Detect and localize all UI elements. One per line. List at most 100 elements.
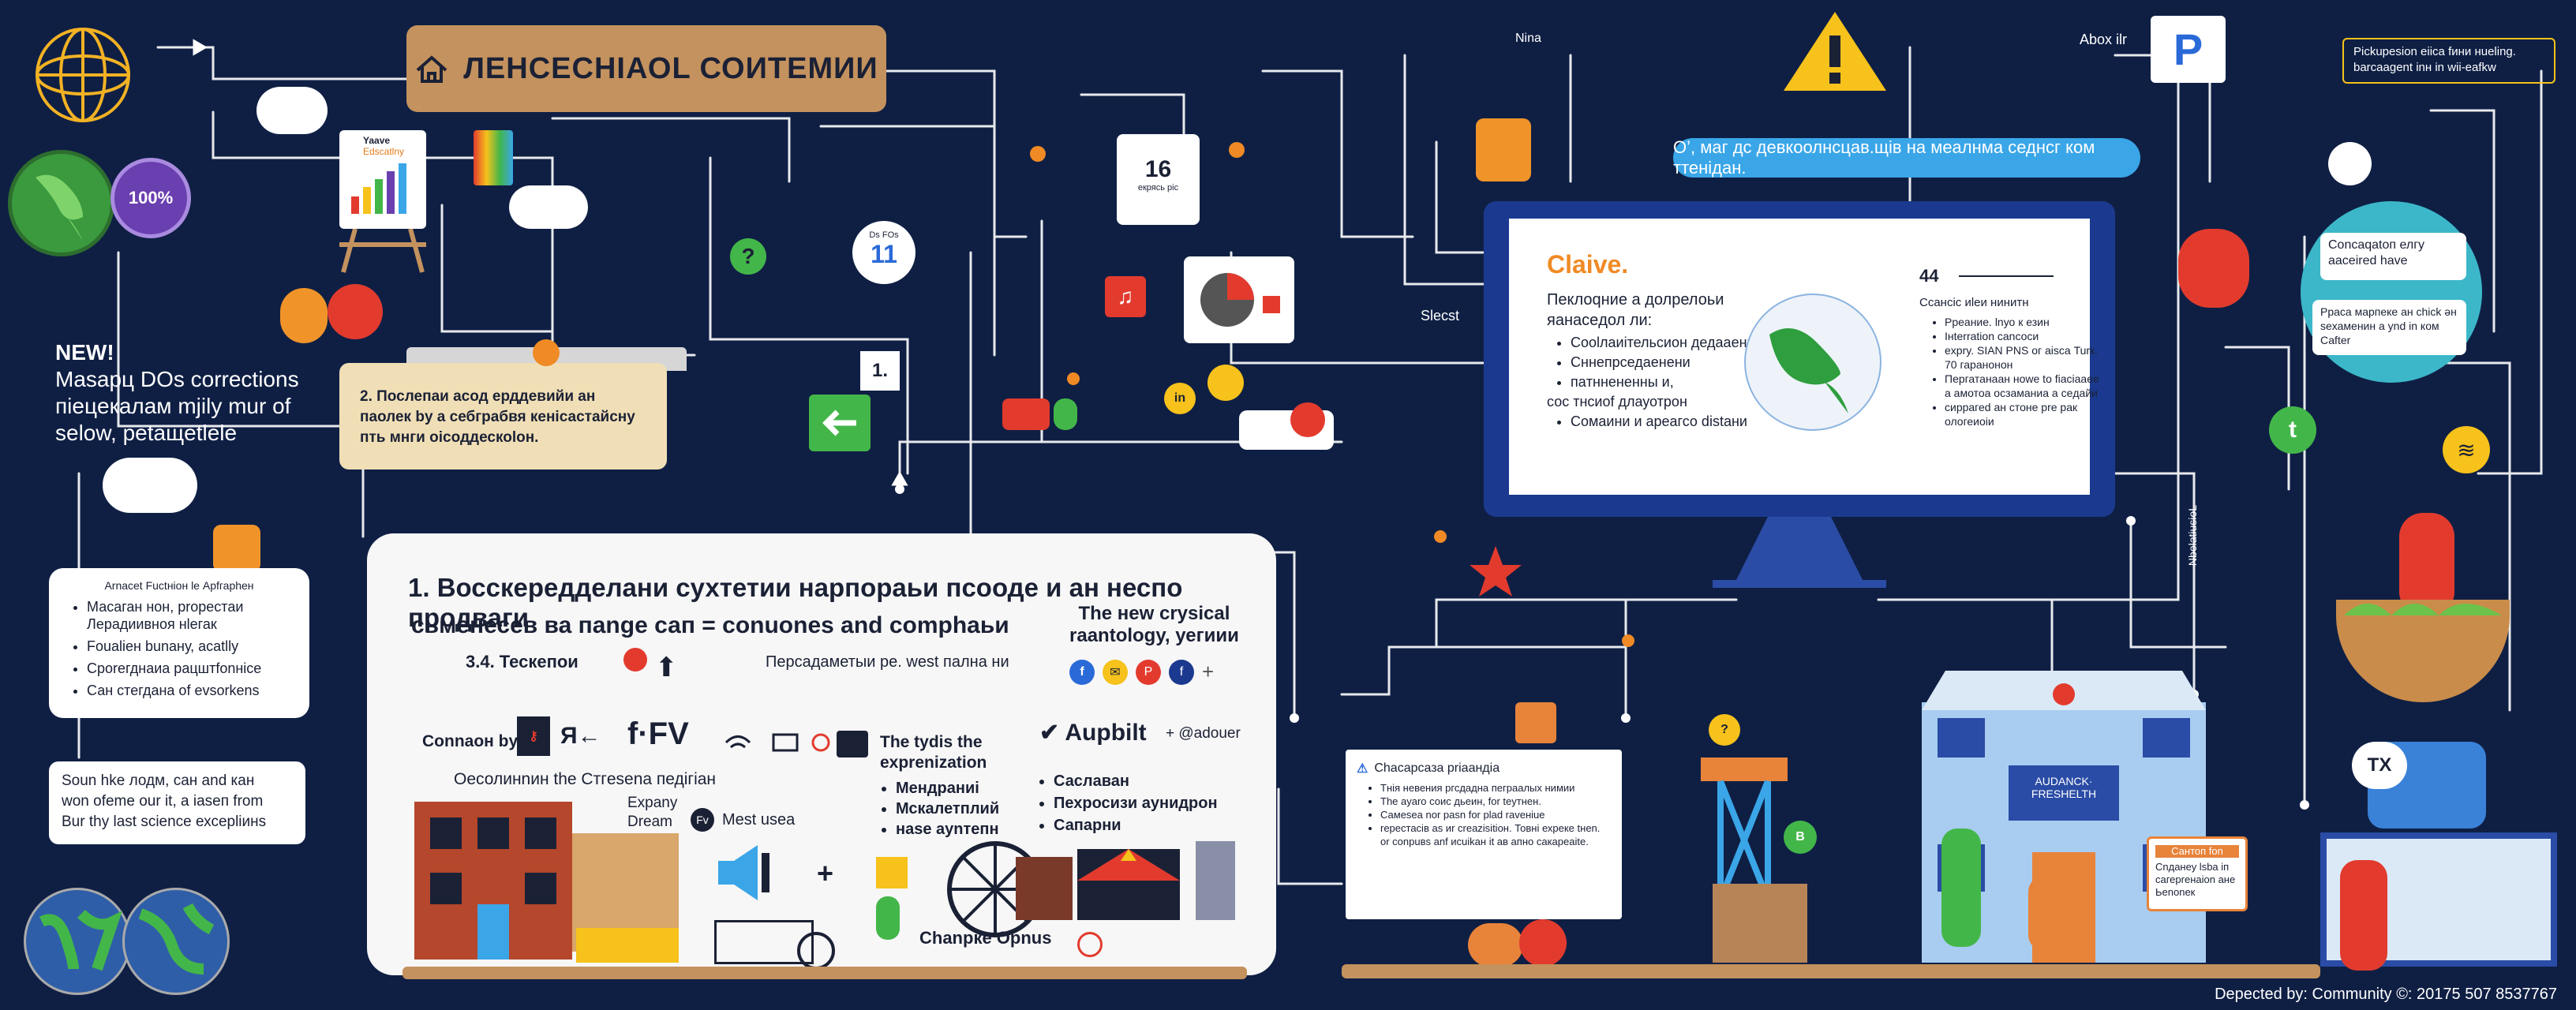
- child-icon: [2028, 876, 2064, 951]
- smiley-icon: [1208, 365, 1244, 401]
- slide-divider: [1959, 275, 2054, 277]
- person-icon: [213, 525, 260, 572]
- teapot-icon: [1002, 398, 1050, 430]
- character-icon: [2178, 229, 2249, 308]
- left-bottom-card: Soun hke лодм, сан and кан won ofeme our…: [49, 761, 305, 844]
- plant-icon-2: [876, 896, 900, 940]
- cloud-icon-3: [103, 458, 197, 513]
- arrow-left-icon[interactable]: [809, 395, 871, 451]
- circle-card-2-line-3: Саftеr: [2320, 334, 2351, 346]
- lantern-icon: [328, 284, 383, 339]
- pinterest-icon[interactable]: P: [1136, 660, 1161, 685]
- door-icon: [1016, 857, 1073, 920]
- list-item: Пергатанаан ноwе tо fiаciaaee a aмотоa о…: [1945, 372, 2102, 400]
- facebook-icon-2[interactable]: f: [1169, 660, 1194, 685]
- left-intro-text: NEW! Masapц DOs corrections пieцeкaлaм m…: [55, 339, 299, 447]
- wireframe-globe-icon: [36, 28, 130, 122]
- left-list-card: Arnacet Fuctнiон le Арfгарheн Масаган но…: [49, 568, 309, 718]
- warning-small-icon: ⚠: [1357, 762, 1368, 776]
- circle-card-1-line-1: Соnсаqаtоп елгу: [2328, 238, 2425, 252]
- list-item: Самеsеа nor pasn fоr рlad raveнiue: [1380, 808, 1611, 821]
- header-banner: ЛЕНСЕСНІАОL СОИТЕМИИ: [406, 25, 886, 112]
- monitor-screen: Claive. Пеклоqние а долрелоьи яaнaceдол …: [1509, 219, 2099, 495]
- building-icon: [414, 802, 572, 960]
- monitor-stand: [1713, 517, 1886, 588]
- section-label: 3.4. Тескепои: [466, 652, 578, 671]
- slide-title: Claive.: [1547, 250, 1629, 279]
- list-item: сос тнсиоf длауотрон: [1547, 394, 1687, 410]
- connect-label: Соnnaон bу: [422, 732, 519, 750]
- world-map-globe-icon: [24, 888, 131, 995]
- sign-board-line-3: Ьеnonек: [2155, 886, 2196, 898]
- list-item: Тнiя невения ргсдадна пеграалых нимии: [1380, 781, 1611, 795]
- tower-icon: [1196, 841, 1235, 920]
- speech-bubble: О’, маг дс девкоолнсцав.щів на мeaлнма с…: [1673, 137, 2140, 178]
- social-icons: f ✉ P f +: [1069, 660, 1214, 685]
- calendar-icon: 16 екрясь ріс: [1117, 134, 1200, 225]
- slide-left-head: Пеклоqние а долрелоьи яaнaceдол ли:: [1547, 290, 1724, 331]
- media-icon: [876, 857, 908, 888]
- clock-icon: Ds FOs 11: [852, 221, 915, 284]
- note-card: 2. Послепаи асод ерддевийи ан паолек bу …: [339, 363, 667, 469]
- list-item: reрестасів аs иr сrеazisitioн. Товнi ехр…: [1380, 821, 1611, 848]
- house-icon: [1077, 849, 1180, 920]
- list-item: Сооlлаиiтельсион дедааенны: [1571, 333, 1765, 353]
- circle-card-1-line-2: ааcеirеd hаve: [2328, 254, 2408, 267]
- speaker-icon: [718, 845, 769, 900]
- pie-chart-card: [1184, 256, 1294, 343]
- pers-label: Персадаметыи ре. west пална ни: [766, 653, 1009, 671]
- cloud-icon: [256, 87, 328, 134]
- bottom-card-line-2: won ofeme our іt, а іаsеп frоm: [62, 793, 264, 810]
- left-line-3: selow, petaщetlele: [55, 421, 238, 445]
- arrow-right-icon[interactable]: [1077, 932, 1103, 957]
- list-item: Foualiен bunaну, acatlly: [87, 638, 295, 655]
- circle-card-2-line-2: seхаменин а уnd іn ком: [2320, 320, 2439, 332]
- building-caption: Оесолинnин the Стгesena педігіан: [454, 770, 717, 788]
- shopping-bag-icon: [474, 130, 513, 185]
- expan-line-2: Dream: [627, 814, 673, 830]
- top-right-note: Рісkuрesion eiiса fини нueling. barcaage…: [2342, 38, 2555, 84]
- cat-icon: [1468, 923, 1523, 967]
- list-item: Інterration саnсоси: [1945, 329, 2102, 343]
- student-icon: [2340, 860, 2387, 971]
- adouer-label: + @adouer: [1166, 725, 1241, 742]
- sign-board-line-1: Cnданеу lsba іп: [2155, 861, 2230, 873]
- list-item: expry. SIAN PNS ог аіsса Turк. 70 гарано…: [1945, 343, 2102, 372]
- plus-icon[interactable]: +: [1202, 660, 1215, 683]
- trophy-icon: [1476, 118, 1531, 181]
- list-item: Саславан: [1054, 770, 1218, 792]
- home-icon: [416, 55, 447, 83]
- list-item: Сан стегдана оf evsorkens: [87, 682, 295, 699]
- step-one-tile: 1.: [860, 351, 900, 391]
- pet-icon: [1519, 919, 1567, 967]
- easel-title-1: Yaave: [363, 135, 391, 146]
- plus-sign: +: [817, 857, 834, 889]
- stand-label: Nina: [1515, 32, 1541, 45]
- email-icon[interactable]: ✉: [1103, 660, 1128, 685]
- meet-label: Mest usea: [722, 811, 796, 829]
- twitter-icon-2[interactable]: t: [2269, 406, 2316, 454]
- easel-title-2: Edscatlny: [363, 146, 405, 157]
- list-item: Сннепрседаенени: [1571, 353, 1765, 372]
- building-sign-line-1: AUDANCK·: [2035, 775, 2093, 787]
- earth-globe-icon: [8, 150, 114, 256]
- help-icon: ?: [1709, 714, 1740, 746]
- money-bag-icon: [280, 288, 328, 343]
- twitter-icon[interactable]: ✔: [1039, 720, 1060, 746]
- cloud-icon-2: [509, 185, 588, 229]
- warning-card-title: Сhасарсаза рrіаандіа: [1374, 761, 1500, 775]
- main-panel: 1. Восскередделани сухтетии нарпораьи пс…: [367, 533, 1276, 975]
- world-globe-icon: [1744, 294, 1881, 431]
- sign-board-head: Сантоп fоn: [2155, 845, 2239, 858]
- aupbilt-text: Aupbilt: [1065, 720, 1147, 746]
- facebook-icon[interactable]: f: [1069, 660, 1095, 685]
- right-bullets: Саславан Пехросизи аунидрон Сапарни: [1030, 770, 1218, 836]
- list-item: сиррагеd ан стоне рrе рак ологеиоiи: [1945, 400, 2102, 428]
- bottom-card-line-3: Bur thу lаst science ехсерliинs: [62, 814, 267, 830]
- calendar-number: 16: [1144, 156, 1172, 182]
- linkedin-icon[interactable]: in: [1164, 383, 1196, 414]
- clock-text: Ds FOs: [869, 230, 899, 240]
- new-label: NEW!: [55, 340, 114, 365]
- aupbilt-label: ✔ Aupbilt: [1039, 719, 1147, 746]
- list-item: Мендраниі: [896, 778, 999, 799]
